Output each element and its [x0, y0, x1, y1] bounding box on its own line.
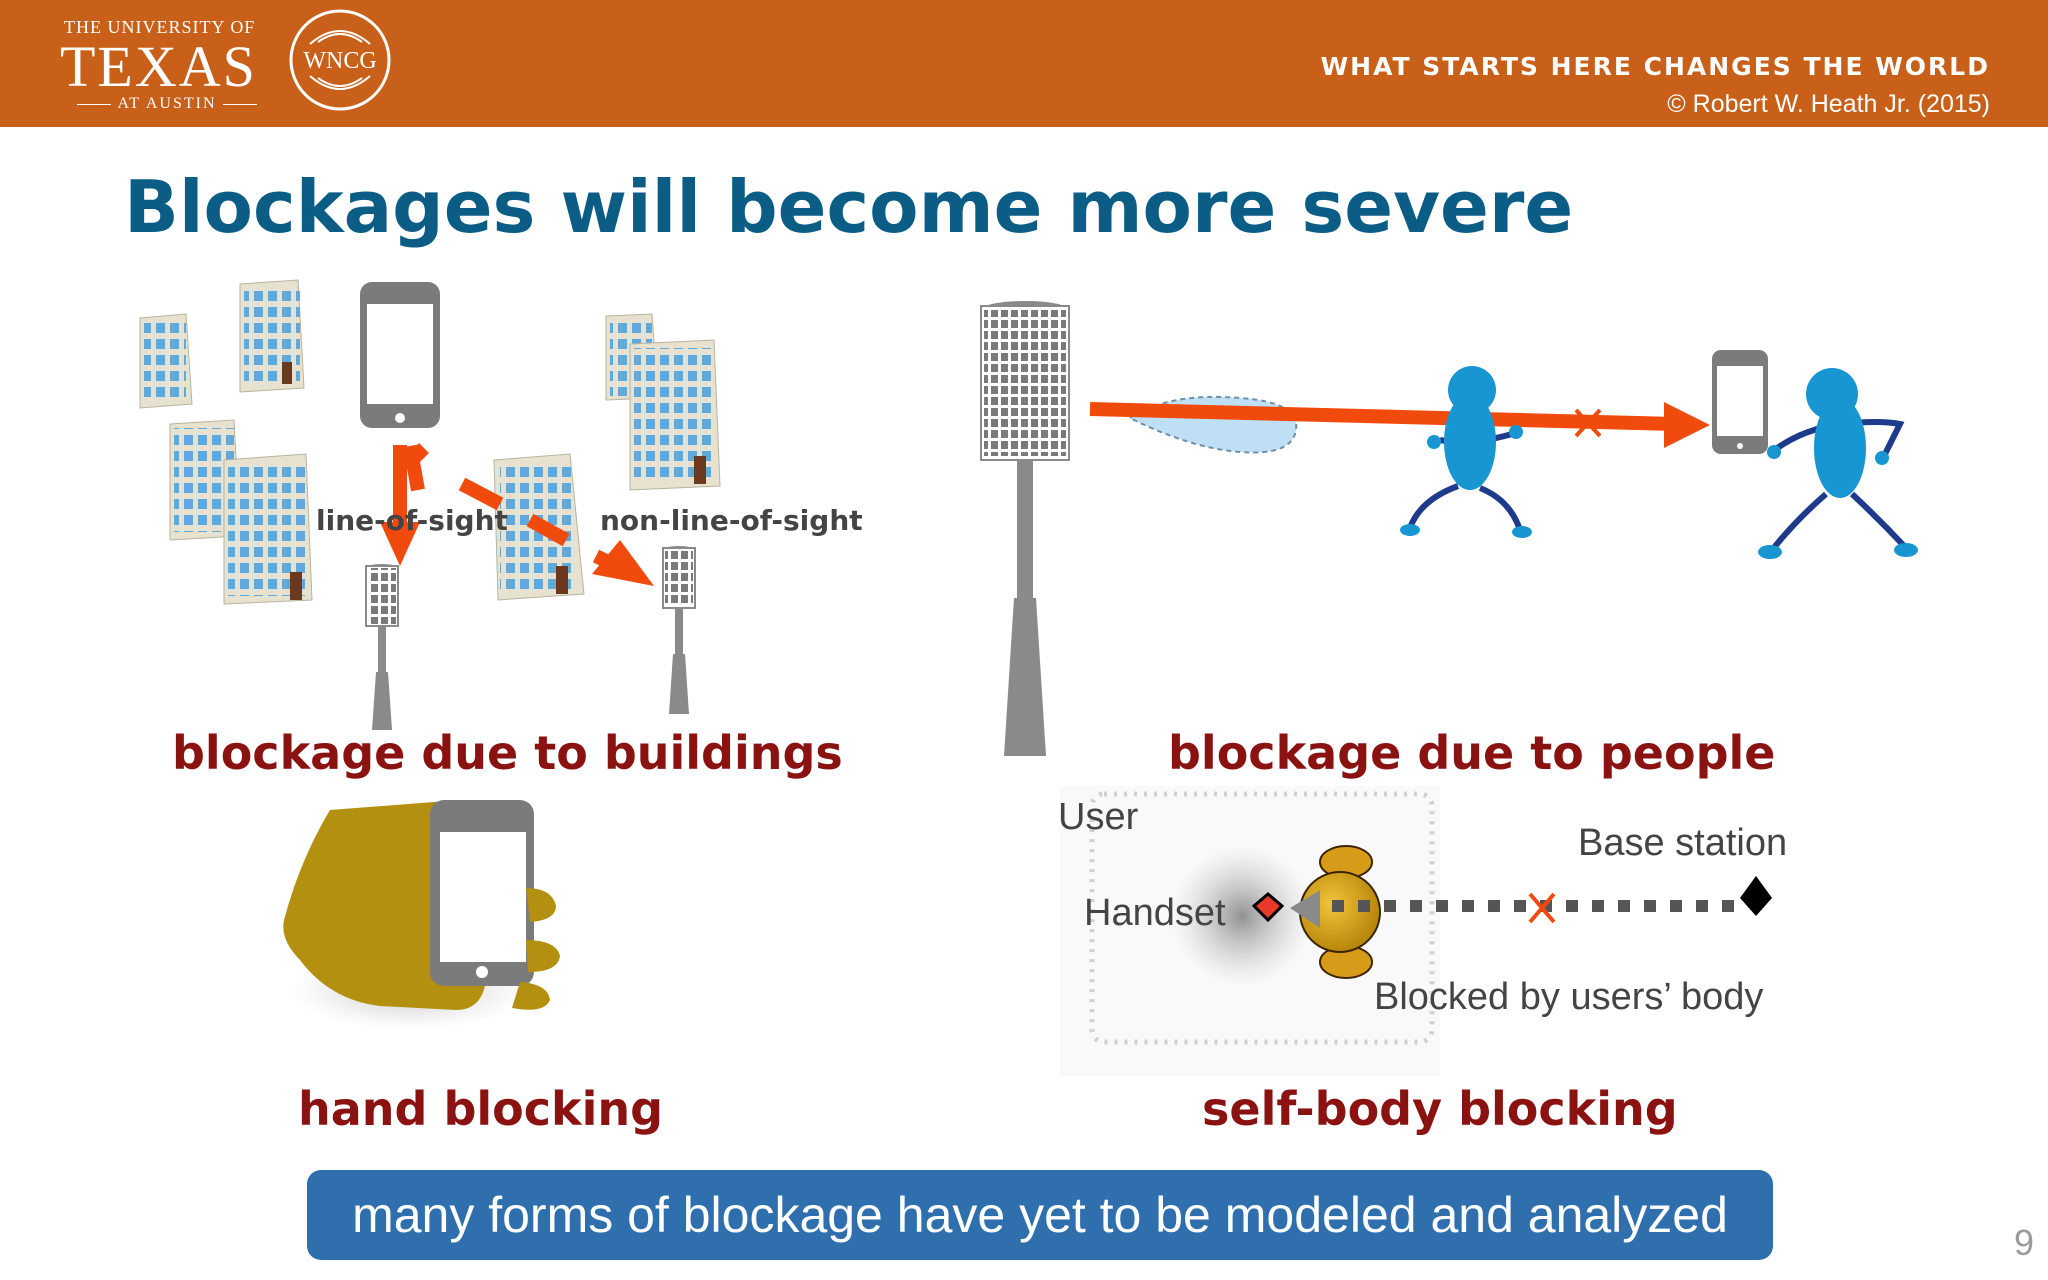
handset-label: Handset	[1084, 892, 1226, 934]
self-body-illustration	[1060, 786, 1772, 1076]
base-station-icon	[365, 564, 399, 730]
base-station-marker	[1740, 876, 1772, 916]
base-station-icon	[662, 546, 696, 714]
slogan: WHAT STARTS HERE CHANGES THE WORLD	[1320, 52, 1990, 81]
blocked-label: Blocked by users’ body	[1374, 976, 1764, 1018]
user-label: User	[1058, 796, 1139, 838]
building-icon	[223, 453, 313, 605]
university-name-small: THE UNIVERSITY OF	[64, 17, 256, 37]
los-arrow	[380, 445, 420, 566]
caption-buildings: blockage due to buildings	[172, 726, 843, 780]
base-station-tower-icon	[980, 301, 1070, 756]
phone-icon	[360, 282, 440, 428]
user-head-icon	[1290, 845, 1381, 979]
slide-title: Blockages will become more severe	[124, 165, 1574, 249]
university-campus: AT AUSTIN	[64, 95, 270, 113]
copyright: © Robert W. Heath Jr. (2015)	[1667, 90, 1990, 118]
person-icon	[1400, 366, 1532, 538]
phone-icon	[430, 800, 534, 986]
person-icon	[1758, 368, 1918, 559]
building-icon	[629, 339, 721, 491]
people-illustration	[980, 301, 1918, 756]
handset-marker	[1251, 892, 1285, 923]
caption-people: blockage due to people	[1168, 726, 1776, 780]
nlos-label: non-line-of-sight	[600, 504, 863, 537]
hand-illustration	[283, 800, 560, 1030]
building-icon	[139, 313, 193, 409]
phone-icon	[1712, 350, 1768, 454]
wncg-logo-text: WNCG	[303, 48, 376, 74]
page-number: 9	[2013, 1222, 2034, 1263]
base-station-label: Base station	[1578, 822, 1788, 864]
caption-self-body: self-body blocking	[1202, 1082, 1678, 1136]
building-icon	[169, 419, 241, 541]
los-label: line-of-sight	[316, 504, 508, 537]
university-name-large: TEXAS	[60, 34, 257, 99]
caption-hand: hand blocking	[298, 1082, 664, 1136]
blocked-beam-arrow	[1089, 402, 1710, 448]
summary-banner: many forms of blockage have yet to be mo…	[307, 1170, 1773, 1260]
buildings-illustration	[139, 279, 721, 730]
wncg-logo: WNCG	[289, 9, 391, 111]
nlos-arrow	[403, 443, 654, 586]
header-bar: THE UNIVERSITY OF TEXAS AT AUSTIN WNCG W…	[0, 0, 2048, 127]
building-icon	[239, 279, 305, 393]
blocked-x-icon	[1528, 892, 1556, 924]
